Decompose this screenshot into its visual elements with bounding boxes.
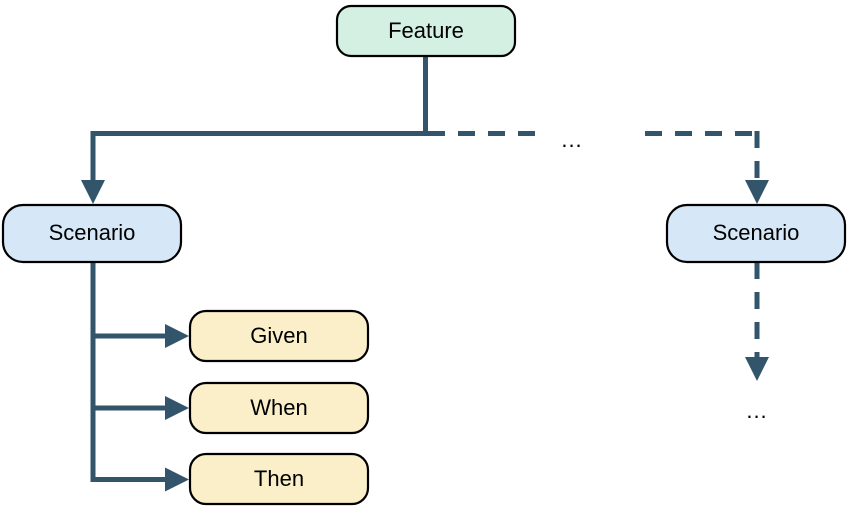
node-feature-shape[interactable] [335, 4, 517, 58]
ellipsis-more-scenarios: ... [561, 127, 582, 152]
node-then-label: Then [254, 466, 304, 491]
arrowhead-when [165, 396, 189, 420]
node-given[interactable]: Given [188, 309, 370, 363]
edges-layer [81, 56, 769, 492]
node-then[interactable]: Then [188, 452, 370, 506]
node-scenario-left-label: Scenario [49, 220, 136, 245]
arrowhead-given [165, 324, 189, 348]
node-feature[interactable]: Feature [335, 4, 517, 58]
node-given-label: Given [250, 323, 307, 348]
ellipsis-more-steps: ... [746, 398, 767, 423]
node-scenario-right-label: Scenario [713, 220, 800, 245]
node-feature-label: Feature [388, 18, 464, 43]
node-given-shape[interactable] [188, 309, 370, 363]
nodes-layer: Feature Scenario Scenario Given When [1, 4, 847, 506]
node-when-shape[interactable] [188, 381, 370, 435]
node-scenario-left-shape[interactable] [1, 203, 183, 264]
node-scenario-right-shape[interactable] [665, 203, 847, 264]
arrowhead-scenario-right [745, 180, 769, 204]
node-then-shape[interactable] [188, 452, 370, 506]
ellipsis-layer: ... ... [561, 127, 767, 423]
node-when-label: When [250, 395, 307, 420]
node-scenario-left[interactable]: Scenario [1, 203, 183, 264]
node-when[interactable]: When [188, 381, 370, 435]
arrowhead-then [165, 467, 189, 492]
node-scenario-right[interactable]: Scenario [665, 203, 847, 264]
arrowhead-scenario-left [81, 180, 105, 204]
arrowhead-more-bottom [745, 357, 769, 381]
